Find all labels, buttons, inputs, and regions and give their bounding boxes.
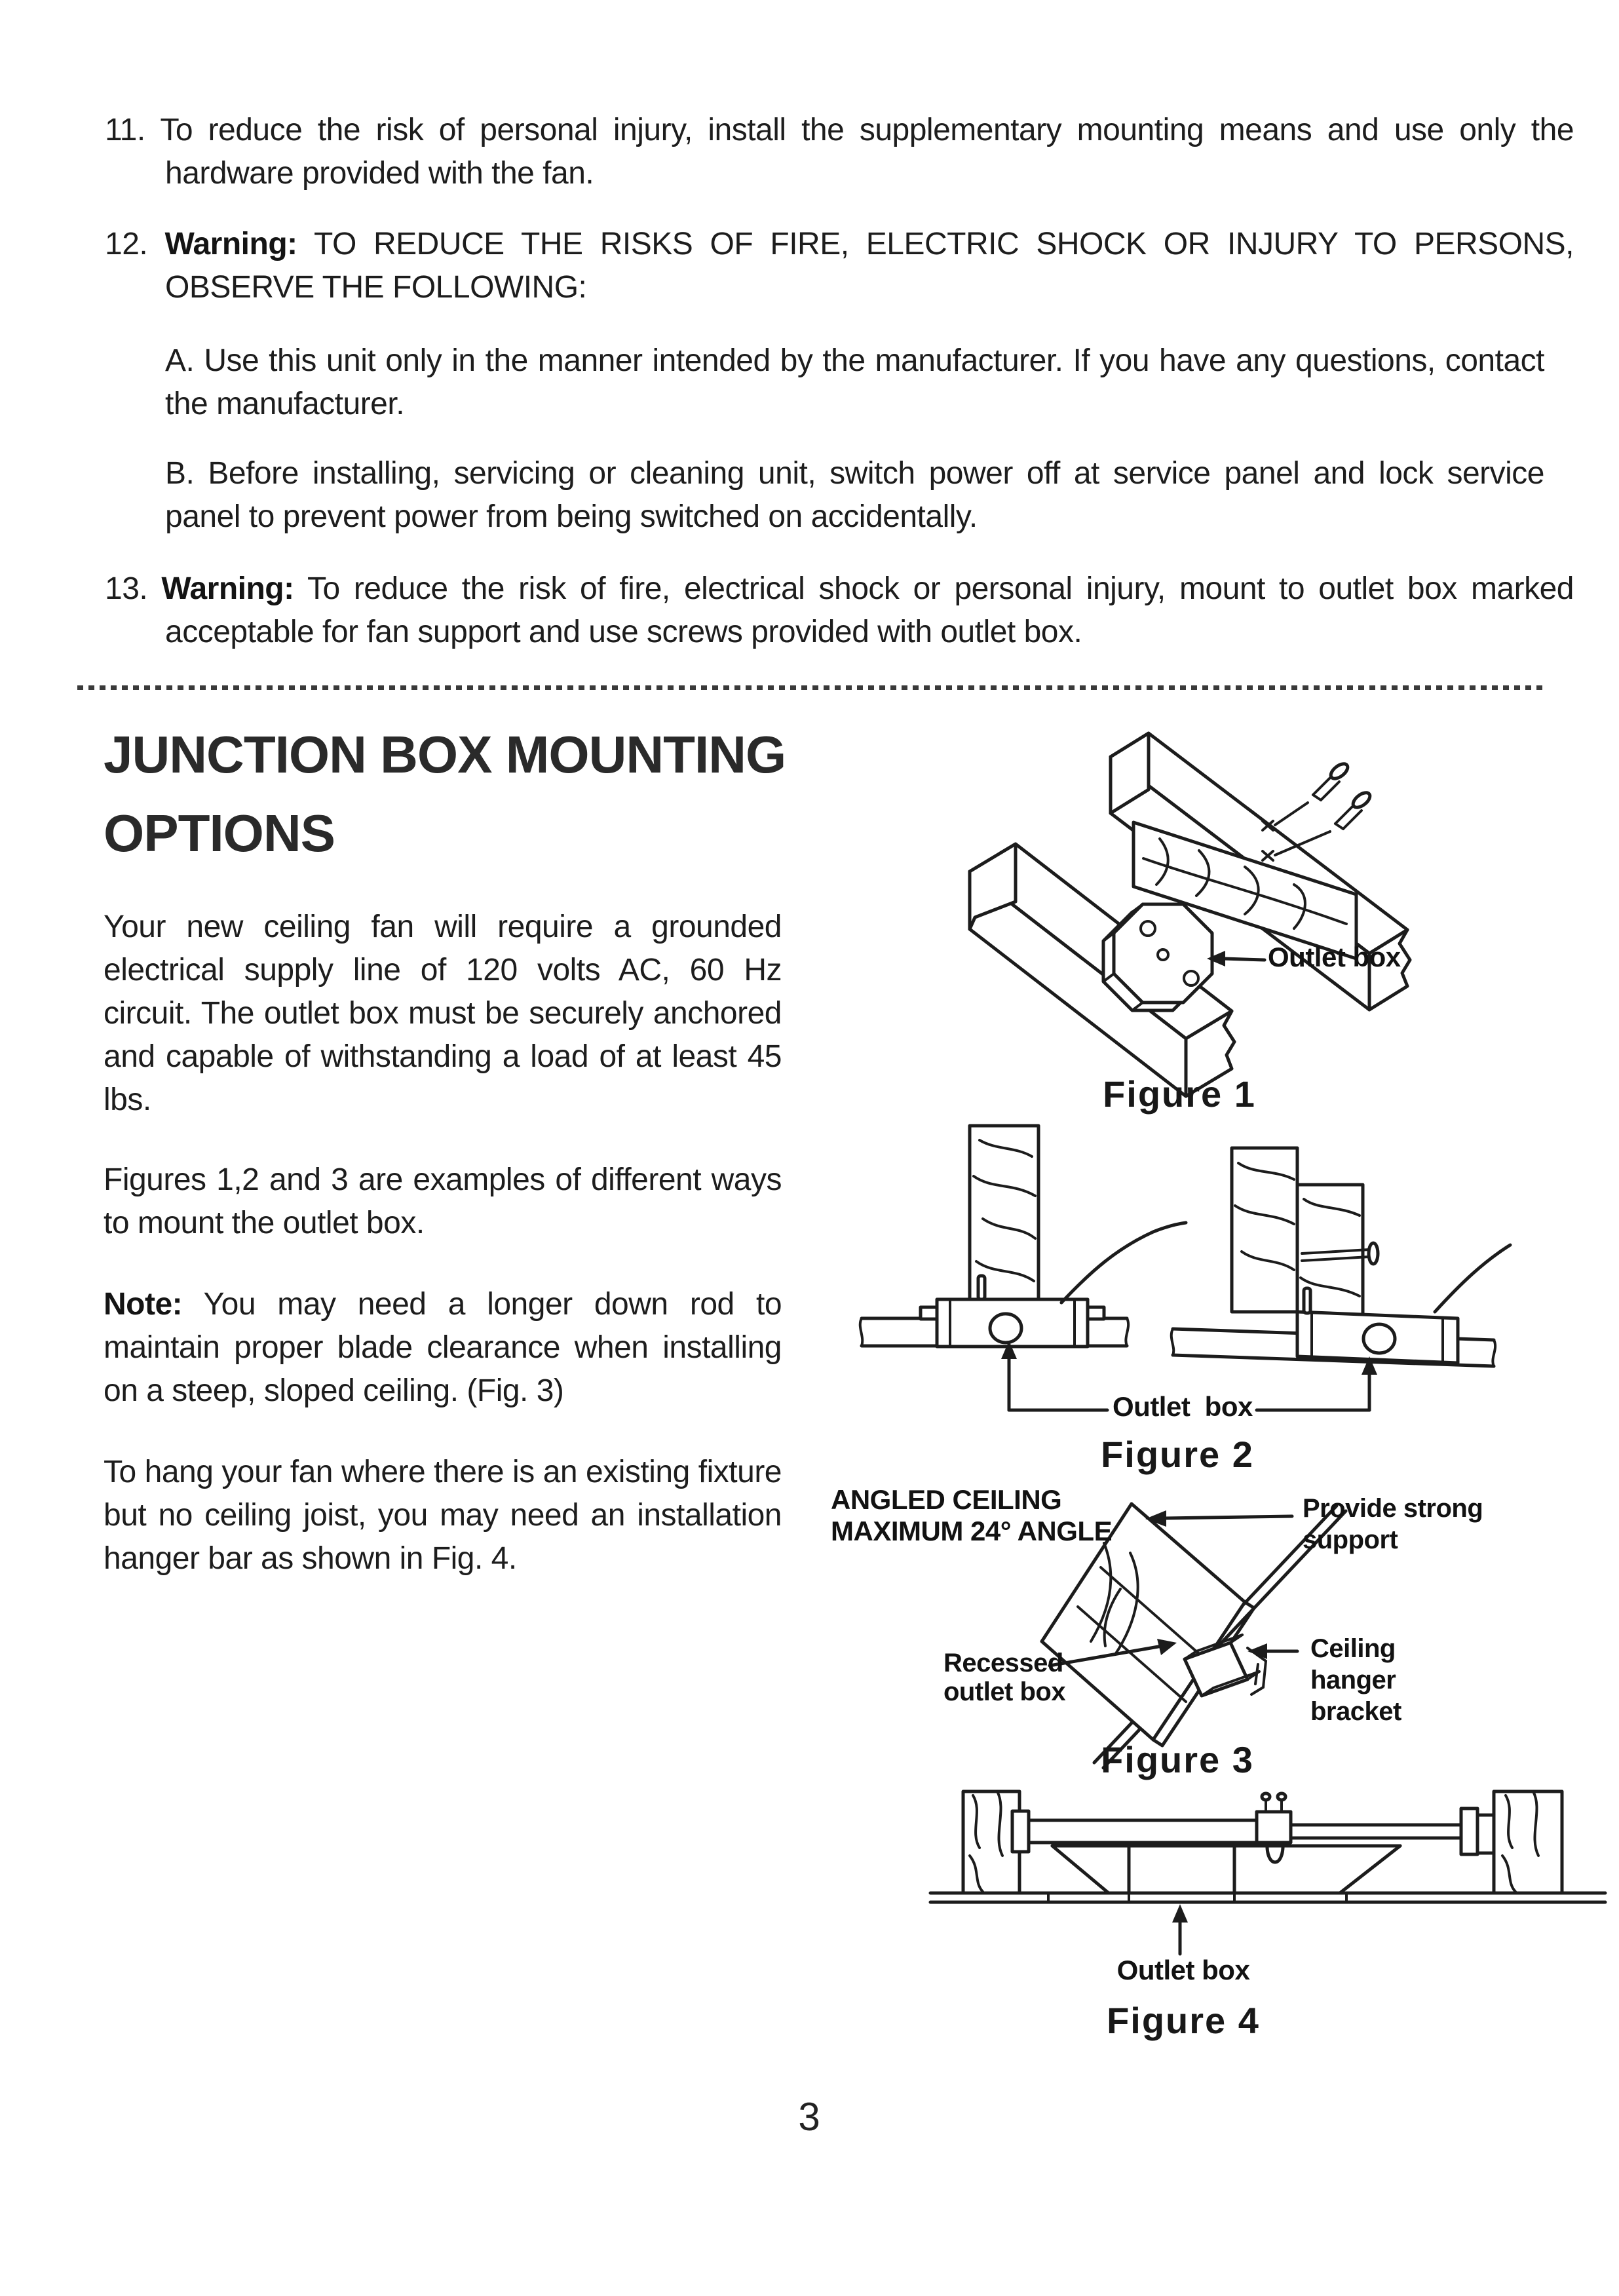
- item-number: 12.: [105, 227, 148, 261]
- recessed-arrow: [1050, 1639, 1177, 1666]
- item-number: 13.: [105, 571, 148, 606]
- item-number: 11.: [105, 113, 145, 147]
- paragraph-note: Note: You may need a longer down rod to …: [104, 1283, 782, 1413]
- hanger-bar: [1012, 1808, 1494, 1854]
- item-text: To reduce the risk of personal injury, i…: [160, 113, 1574, 191]
- outlet-box-arrow: [1207, 951, 1265, 966]
- figure2-outlet-box-label: Outlet box: [1113, 1391, 1253, 1422]
- figure4-caption: Figure 4: [1107, 2000, 1260, 2041]
- list-item-13: 13. Warning: To reduce the risk of fire,…: [105, 567, 1574, 654]
- figure3-recessed-label-line1: Recessed: [943, 1649, 1063, 1677]
- figure3-bracket-label-line1: Ceiling: [1310, 1634, 1396, 1663]
- list-subitem-b: B. Before installing, servicing or clean…: [165, 452, 1545, 539]
- center-clamp: [1257, 1793, 1291, 1862]
- figure3-support-label-line2: support: [1303, 1525, 1398, 1554]
- warning-label: Warning:: [164, 227, 297, 261]
- subitem-text: A. Use this unit only in the manner inte…: [165, 343, 1545, 421]
- figure2-caption: Figure 2: [1101, 1434, 1254, 1475]
- outlet-box-drawing: [1103, 904, 1212, 1010]
- fig4-left-joist: [963, 1791, 1019, 1893]
- note-text: You may need a longer down rod to mainta…: [104, 1287, 782, 1408]
- list-subitem-a: A. Use this unit only in the manner inte…: [165, 339, 1545, 426]
- figure1-outlet-box-label: Outlet box: [1268, 942, 1401, 972]
- section-divider: [77, 685, 1544, 690]
- figure3-bracket-label-line2: hanger: [1310, 1666, 1396, 1694]
- figure3-drawing: [904, 1487, 1566, 1802]
- figure3-support-label-line1: Provide strong: [1303, 1494, 1483, 1523]
- item-text: To reduce the risk of fire, electrical s…: [165, 571, 1574, 649]
- paragraph-figures: Figures 1,2 and 3 are examples of differ…: [104, 1162, 782, 1240]
- ceiling-lines: [930, 1893, 1605, 1902]
- fig2-right-unit: [1171, 1148, 1510, 1366]
- figure3-angled-label-line1: ANGLED CEILING: [831, 1484, 1062, 1515]
- outlet-box-connectors: [1001, 1341, 1377, 1410]
- x-mark-2: [1263, 851, 1273, 860]
- figure1-drawing: [937, 698, 1618, 1124]
- paragraph-hanger-bar: To hang your fan where there is an exist…: [104, 1455, 782, 1576]
- fig4-outlet-box: [1052, 1846, 1400, 1893]
- item-text: TO REDUCE THE RISKS OF FIRE, ELECTRIC SH…: [165, 227, 1574, 305]
- section-heading-line2: OPTIONS: [104, 804, 335, 862]
- fig4-right-joist: [1494, 1791, 1562, 1893]
- angled-ceiling-panel: [1042, 1504, 1254, 1746]
- fig4-outlet-box-arrow: [1172, 1904, 1188, 1954]
- fig2-left-unit: [860, 1126, 1186, 1347]
- joist-lower: [970, 844, 1234, 1096]
- list-item-12: 12. Warning: TO REDUCE THE RISKS OF FIRE…: [105, 223, 1574, 309]
- x-mark-1: [1263, 821, 1273, 830]
- wood-block: [1133, 822, 1356, 959]
- note-label: Note:: [104, 1287, 183, 1322]
- page-number: 3: [798, 2095, 820, 2139]
- figure4-outlet-box-label: Outlet box: [1116, 1955, 1250, 1985]
- bracket-arrow: [1248, 1643, 1297, 1659]
- figure3-recessed-label-line2: outlet box: [943, 1677, 1066, 1706]
- recessed-outlet-box-drawing: [1185, 1635, 1259, 1696]
- mounting-screws: [1263, 761, 1373, 860]
- warning-label: Warning:: [161, 571, 294, 606]
- figure4-drawing: [917, 1782, 1618, 1972]
- section-heading-line1: JUNCTION BOX MOUNTING: [104, 725, 786, 784]
- subitem-text: B. Before installing, servicing or clean…: [165, 456, 1545, 534]
- paragraph-supply: Your new ceiling fan will require a grou…: [104, 909, 782, 1117]
- support-arrow: [1145, 1510, 1292, 1527]
- figure3-caption: Figure 3: [1101, 1739, 1254, 1780]
- figure3-angled-label-line2: MAXIMUM 24° ANGLE: [831, 1516, 1113, 1546]
- figure2-drawing: [845, 1114, 1514, 1415]
- figure3-bracket-label-line3: bracket: [1310, 1697, 1401, 1726]
- list-item-11: 11. To reduce the risk of personal injur…: [105, 109, 1574, 195]
- figure1-caption: Figure 1: [1103, 1073, 1256, 1115]
